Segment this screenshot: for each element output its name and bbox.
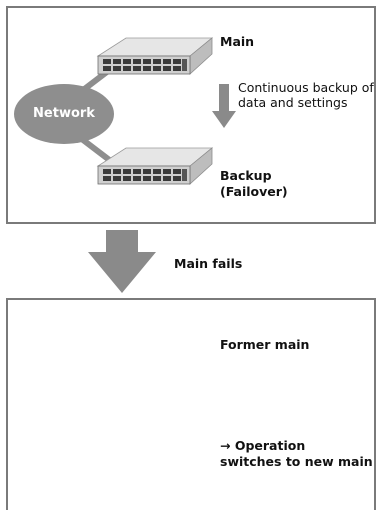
main-server-label: Main bbox=[220, 34, 255, 49]
backup-server-label-line2: (Failover) bbox=[220, 184, 288, 199]
server-icon bbox=[97, 147, 213, 185]
backup-note-line2: data and settings bbox=[238, 95, 348, 110]
failover-panel bbox=[6, 298, 376, 510]
operation-note-line2: switches to new main bbox=[220, 454, 373, 469]
backup-note-line1: Continuous backup of bbox=[238, 80, 374, 95]
network-label: Network bbox=[33, 106, 95, 121]
down-arrow-icon bbox=[212, 84, 236, 128]
server-icon bbox=[97, 37, 213, 75]
down-arrow-icon bbox=[88, 230, 156, 293]
operation-note-line1: → Operation bbox=[220, 438, 306, 453]
former-main-label: Former main bbox=[220, 337, 310, 352]
network-label: Network bbox=[33, 402, 95, 417]
network-cloud-icon bbox=[14, 84, 114, 144]
backup-server-label-line1: Backup bbox=[220, 168, 272, 183]
main-fails-label: Main fails bbox=[174, 256, 243, 271]
